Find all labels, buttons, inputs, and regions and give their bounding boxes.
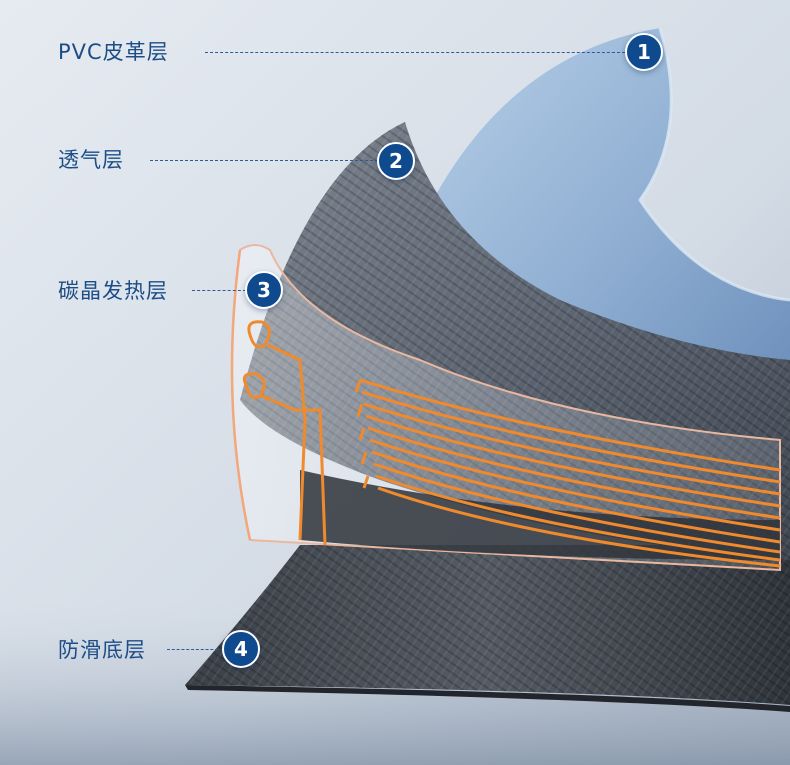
layer-label-3: 碳晶发热层: [58, 279, 168, 303]
layer-badge-4: 4: [222, 630, 260, 668]
anti-slip-base-layer: [185, 545, 790, 712]
layer-label-1: PVC皮革层: [58, 40, 169, 64]
leader-line-2: [150, 160, 378, 161]
leader-line-4: [167, 649, 223, 650]
layer-label-4: 防滑底层: [58, 638, 146, 662]
layer-badge-1: 1: [625, 33, 663, 71]
layer-badge-2: 2: [377, 142, 415, 180]
leader-line-3: [192, 290, 246, 291]
carbon-heating-layer: [230, 244, 781, 572]
leader-line-1: [205, 52, 625, 53]
heating-traces: [242, 320, 781, 568]
layer-label-2: 透气层: [58, 148, 124, 172]
layer-badge-3: 3: [245, 271, 283, 309]
